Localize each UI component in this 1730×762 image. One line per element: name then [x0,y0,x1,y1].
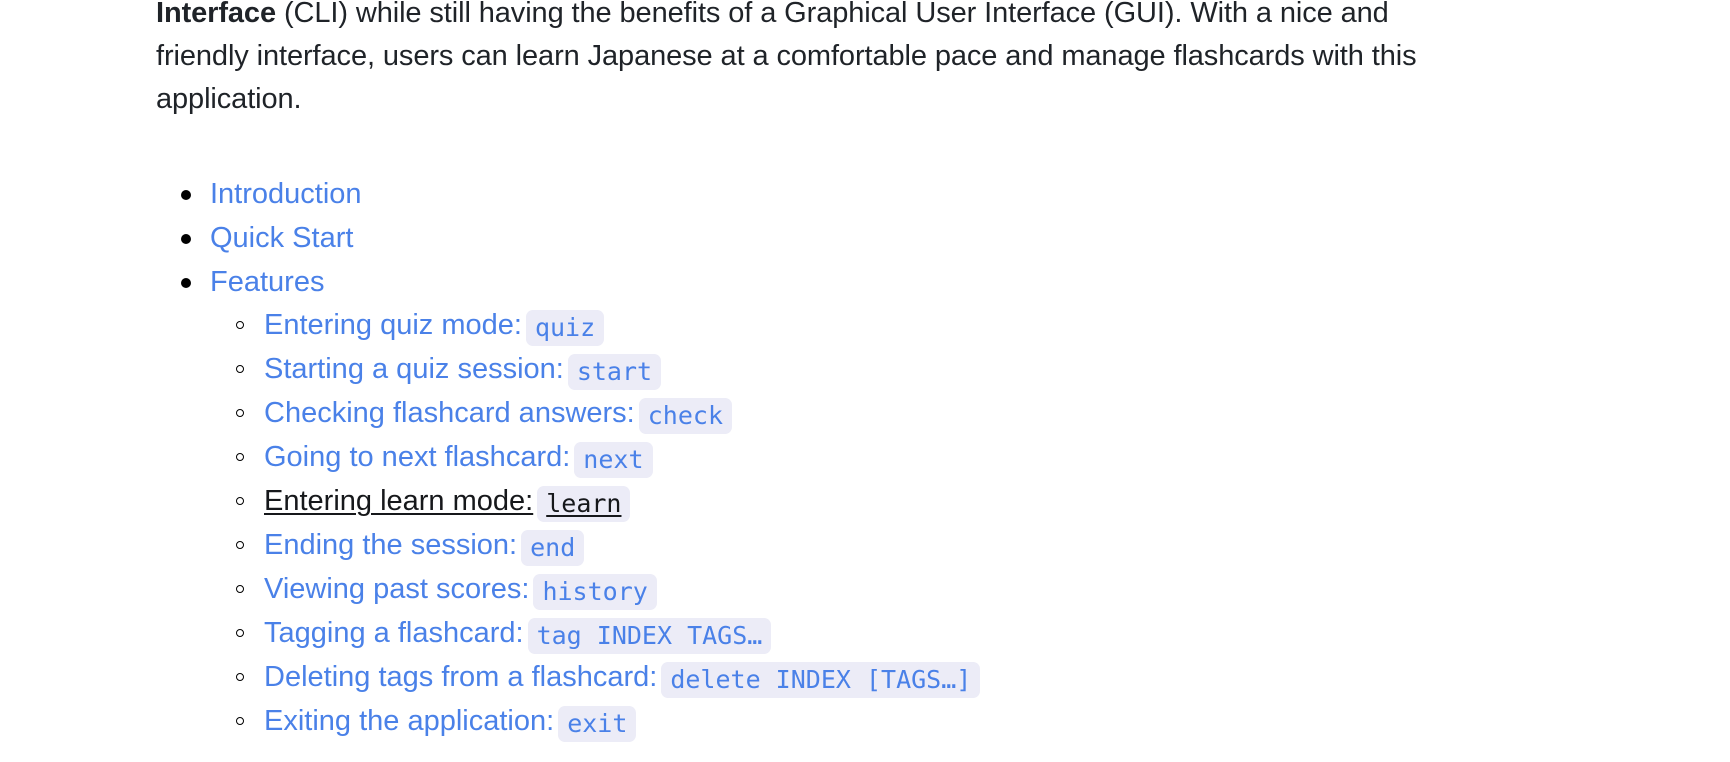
feature-label: Entering learn mode: [264,485,534,517]
feature-label: Ending the session: [264,529,518,561]
feature-label: Going to next flashcard: [264,441,571,473]
feature-label: Starting a quiz session: [264,353,564,385]
feature-command-code: delete INDEX [TAGS…] [661,662,981,698]
list-item: Entering learn mode:learn [236,480,1476,523]
features-sublist: Entering quiz mode:quiz Starting a quiz … [210,304,1476,743]
feature-link-exit[interactable]: Exiting the application:exit [264,705,637,742]
list-item: Checking flashcard answers:check [236,392,1476,435]
feature-link-check[interactable]: Checking flashcard answers:check [264,397,732,434]
list-item: Features Entering quiz mode:quiz Startin… [181,261,1476,743]
feature-command-code: quiz [525,310,605,346]
feature-command-code: next [574,442,653,478]
feature-label: Checking flashcard answers: [264,397,635,429]
list-item: Ending the session:end [236,524,1476,567]
toc-list: Introduction Quick Start Features Enteri… [156,173,1476,743]
feature-label: Tagging a flashcard: [264,617,524,649]
feature-link-start[interactable]: Starting a quiz session:start [264,353,662,390]
list-item: Introduction [181,173,1476,216]
list-item: Starting a quiz session:start [236,348,1476,391]
feature-command-code: learn [537,486,631,522]
intro-bold-lead: Interface [156,0,276,29]
feature-label: Exiting the application: [264,705,555,737]
list-item: Quick Start [181,217,1476,260]
list-item: Entering quiz mode:quiz [236,304,1476,347]
list-item: Going to next flashcard:next [236,436,1476,479]
feature-command-code: history [533,574,657,610]
feature-command-code: check [638,398,732,434]
list-item: Viewing past scores:history [236,568,1476,611]
feature-label: Entering quiz mode: [264,309,522,341]
document-content: Interface (CLI) while still having the b… [156,0,1476,744]
feature-label: Viewing past scores: [264,573,530,605]
feature-link-learn[interactable]: Entering learn mode:learn [264,485,631,522]
feature-command-code: start [567,354,662,390]
feature-link-history[interactable]: Viewing past scores:history [264,573,657,610]
feature-link-quiz[interactable]: Entering quiz mode:quiz [264,309,605,346]
list-item: Exiting the application:exit [236,700,1476,743]
feature-link-next[interactable]: Going to next flashcard:next [264,441,653,478]
toc-link-features[interactable]: Features [210,266,325,298]
feature-command-code: exit [558,706,637,742]
feature-label: Deleting tags from a flashcard: [264,661,658,693]
feature-command-code: end [521,530,585,566]
toc-link-quick-start[interactable]: Quick Start [210,222,354,254]
list-item: Deleting tags from a flashcard:delete IN… [236,656,1476,699]
feature-link-end[interactable]: Ending the session:end [264,529,585,566]
feature-link-tag[interactable]: Tagging a flashcard:tag INDEX TAGS… [264,617,772,654]
intro-paragraph: Interface (CLI) while still having the b… [156,0,1476,121]
feature-link-delete[interactable]: Deleting tags from a flashcard:delete IN… [264,661,981,698]
feature-command-code: tag INDEX TAGS… [527,618,772,654]
toc-link-introduction[interactable]: Introduction [210,178,362,210]
list-item: Tagging a flashcard:tag INDEX TAGS… [236,612,1476,655]
intro-body-text: (CLI) while still having the benefits of… [156,0,1417,115]
